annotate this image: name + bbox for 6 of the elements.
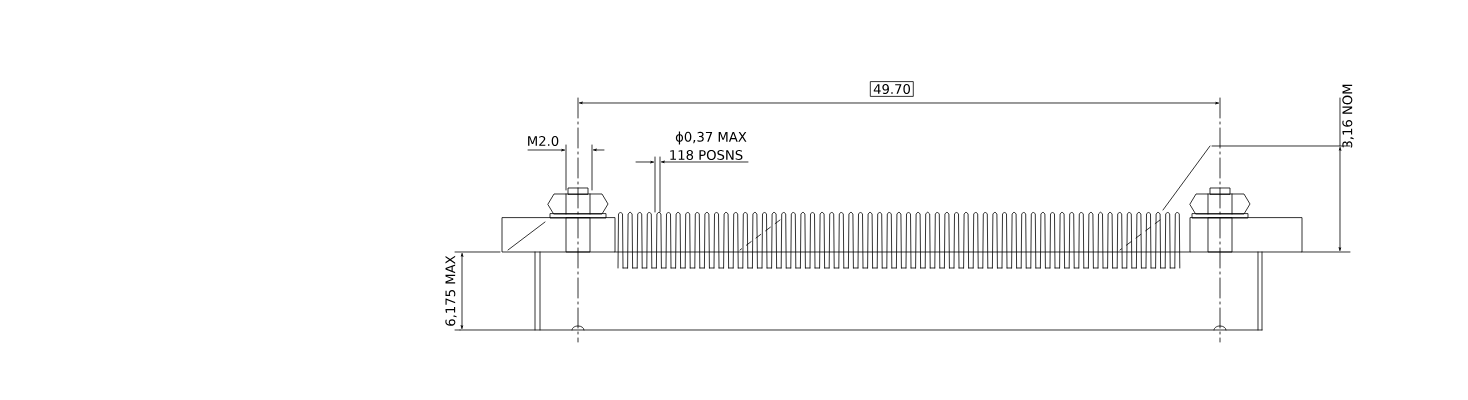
dimension-text: 6,175 MAX	[445, 255, 457, 326]
dimension-text: ϕ0,37 MAX	[675, 131, 747, 145]
dimension-text: 118 POSNS	[670, 150, 743, 160]
dimension-text: 49.70	[870, 81, 914, 97]
dimension-text: 3,16 NOM	[1342, 84, 1354, 148]
dimension-text: M2.0	[528, 136, 559, 146]
